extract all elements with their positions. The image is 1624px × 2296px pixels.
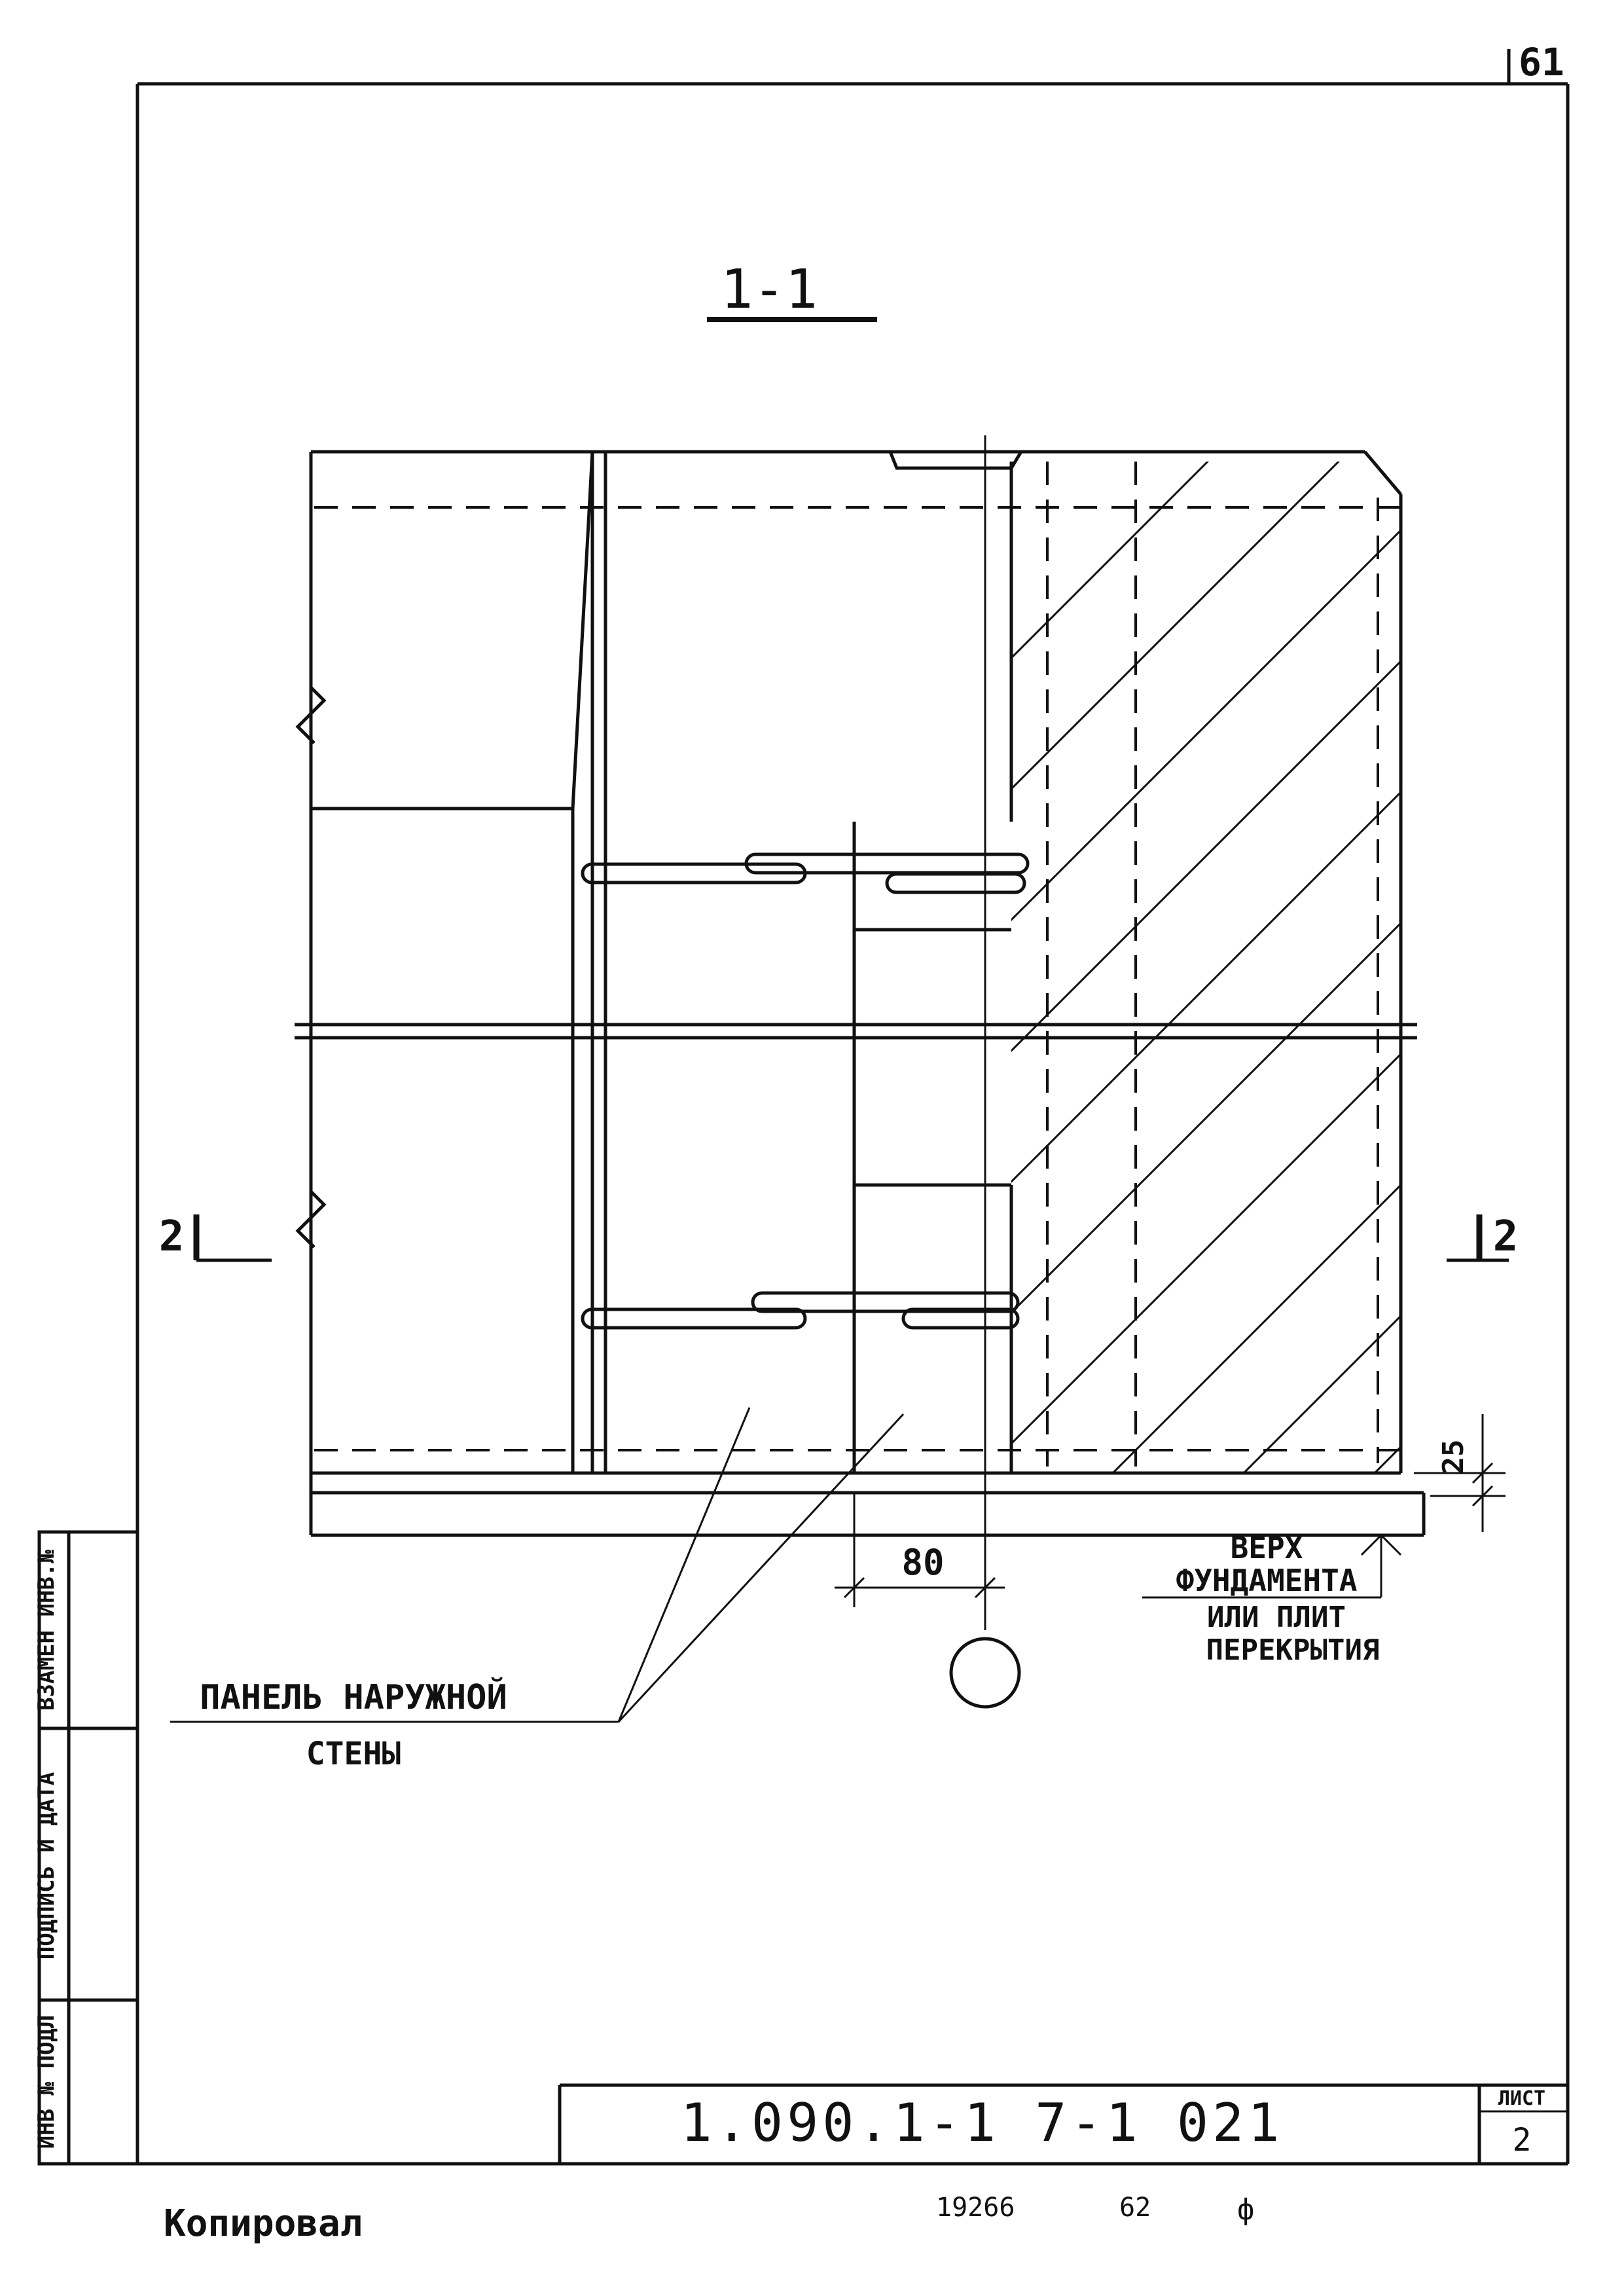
sheet-frame [39,49,1570,2166]
side-stamp [37,1530,139,2166]
sheet-label: ЛИСТ [1498,2087,1545,2110]
wall-panel-outline [295,450,1426,1537]
level-note-line3: ИЛИ ПЛИТ [1207,1601,1346,1634]
dimension-25-value: 25 [1437,1440,1470,1474]
level-mark [1142,1533,1402,1599]
dimension-80-value: 80 [901,1542,944,1583]
level-note-line2: ФУНДАМЕНТА [1176,1563,1358,1598]
hidden-lines [314,462,1401,1467]
side-stamp-col1: ИНВ № ПОДЛ [33,2015,60,2149]
corner-mark: 61 [1519,40,1564,84]
concrete-hatch [1011,462,1401,1473]
panel-leader [170,1407,905,1723]
format-label: ф [1237,2193,1255,2227]
axis [949,435,1021,1709]
anchor-ties [581,852,1030,1330]
title-block [558,2083,1568,2164]
cut-markers [193,1214,1509,1262]
cut-label-left: 2 [159,1212,185,1261]
panel-label-line2: СТЕНЫ [306,1736,401,1772]
sheet-index: 62 [1119,2193,1151,2223]
document-code: 1.090.1-1 7-1 021 [681,2092,1284,2153]
panel-label-line1: ПАНЕЛЬ НАРУЖНОЙ [200,1677,507,1717]
level-note-line4: ПЕРЕКРЫТИЯ [1206,1633,1380,1667]
side-stamp-col2: ПОДПИСЬ И ДАТА [33,1772,60,1960]
side-stamp-col3: ВЗАМЕН ИНВ.№ [33,1550,60,1711]
order-number: 19266 [936,2193,1015,2223]
level-note-line1: ВЕРХ [1231,1530,1303,1565]
dimension-80 [835,1493,1005,1607]
copied-label: Копировал [164,2202,362,2245]
sheet-number: 2 [1513,2122,1532,2159]
section-title: 1-1 [721,259,818,321]
dimension-25 [1414,1414,1506,1532]
cut-label-right: 2 [1493,1212,1519,1261]
